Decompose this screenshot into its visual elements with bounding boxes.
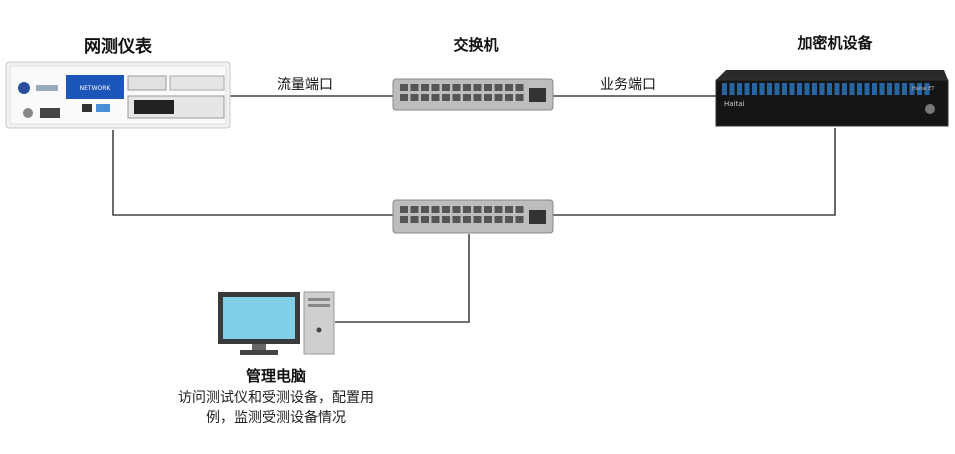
server-vent	[819, 83, 825, 95]
switch-port	[442, 94, 450, 101]
switch-port	[400, 216, 408, 223]
mgmt-switch-icon	[392, 199, 554, 234]
switch-port	[473, 84, 482, 91]
server-vent	[879, 83, 885, 95]
switch-port	[473, 216, 482, 223]
server-vent	[767, 83, 772, 95]
switch-port	[494, 94, 503, 101]
server-vent	[737, 83, 742, 95]
switch-port	[505, 94, 513, 101]
switch-port	[484, 84, 492, 91]
server-vent	[834, 83, 840, 95]
switch-port	[463, 206, 471, 213]
link-tester-mgmt-switch	[112, 130, 393, 216]
switch-port	[431, 206, 440, 213]
switch-port	[410, 216, 419, 223]
switch-port	[515, 206, 524, 213]
switch-port	[421, 84, 429, 91]
server-vent	[804, 83, 810, 95]
switch-port	[400, 84, 408, 91]
server-vent	[759, 83, 765, 95]
switch-port	[431, 216, 440, 223]
pc-title: 管理电脑	[246, 367, 306, 385]
switch-port	[484, 94, 492, 101]
switch-port	[494, 84, 503, 91]
server-vent	[909, 83, 915, 95]
switch-port	[515, 94, 524, 101]
switch-port	[494, 216, 503, 223]
switch-port	[421, 206, 429, 213]
switch-port	[452, 206, 461, 213]
service-port-label: 业务端口	[600, 77, 656, 93]
network-tester-appliance-icon: NETWORK	[5, 61, 231, 129]
server-vent	[864, 83, 870, 95]
switch-port	[442, 84, 450, 91]
switch-port	[484, 216, 492, 223]
switch-port	[431, 94, 440, 101]
switch-port	[463, 84, 471, 91]
server-vent	[857, 83, 862, 95]
server-vent	[752, 83, 757, 95]
switch-port	[505, 84, 513, 91]
switch-port	[463, 94, 471, 101]
switch-port	[463, 216, 471, 223]
switch-title: 交换机	[453, 36, 498, 54]
server-vent	[849, 83, 855, 95]
server-vent	[812, 83, 817, 95]
server-vent	[827, 83, 832, 95]
server-vent	[872, 83, 877, 95]
server-vent	[797, 83, 802, 95]
switch-port	[484, 206, 492, 213]
server-vent	[729, 83, 735, 95]
traffic-port-label: 流量端口	[277, 77, 333, 93]
switch-port	[494, 206, 503, 213]
link-mgmt-switch-pc	[335, 234, 470, 323]
pc-desc-line1: 访问测试仪和受测设备，配置用	[178, 389, 374, 406]
switch-port	[505, 216, 513, 223]
switch-port	[421, 94, 429, 101]
server-vent	[744, 83, 750, 95]
server-vent	[902, 83, 907, 95]
encryptor-model: Haitai ET	[912, 86, 935, 92]
server-vent	[774, 83, 780, 95]
switch-port	[410, 206, 419, 213]
switch-port	[452, 94, 461, 101]
encryptor-title: 加密机设备	[796, 34, 873, 52]
switch-port	[473, 206, 482, 213]
server-vent	[917, 83, 922, 95]
switch-port	[452, 216, 461, 223]
switch-port	[442, 206, 450, 213]
switch-port	[515, 216, 524, 223]
switch-port	[473, 94, 482, 101]
switch-port	[515, 84, 524, 91]
server-vent	[722, 83, 727, 95]
server-vent	[789, 83, 795, 95]
switch-port	[410, 94, 419, 101]
switch-port	[400, 94, 408, 101]
switch-port	[400, 206, 408, 213]
encryptor-brand: Haitai	[724, 100, 745, 108]
connection-lines	[112, 95, 836, 323]
tester-panel-text: NETWORK	[80, 85, 112, 92]
server-vent	[894, 83, 900, 95]
switch-port	[421, 216, 429, 223]
switch-port	[452, 84, 461, 91]
server-vent	[782, 83, 787, 95]
switch-port	[442, 216, 450, 223]
desktop-computer-icon	[218, 291, 335, 355]
switch-port	[431, 84, 440, 91]
pc-desc-line2: 例，监测受测设备情况	[206, 409, 346, 426]
server-vent	[842, 83, 847, 95]
rack-server-icon: Haitai Haitai ET	[715, 70, 949, 127]
tester-title: 网测仪表	[84, 36, 153, 57]
switch-port	[505, 206, 513, 213]
link-encryptor-mgmt-switch	[553, 128, 836, 216]
server-vent	[924, 83, 930, 95]
network-switch-icon	[392, 78, 554, 111]
server-vent	[887, 83, 892, 95]
switch-port	[410, 84, 419, 91]
